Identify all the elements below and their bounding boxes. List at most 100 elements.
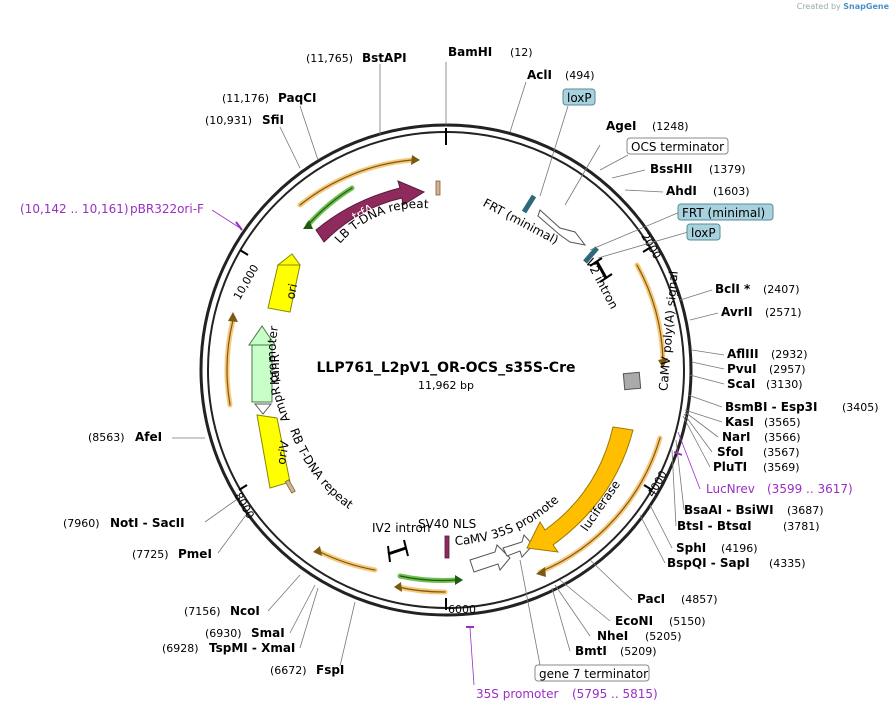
site-pvui: PvuI	[727, 362, 757, 376]
site-scai-pos: (3130)	[766, 378, 803, 391]
sv40-feature	[444, 535, 450, 559]
primer-mark-lucnrev	[673, 451, 683, 456]
site-acli-pos: (494)	[565, 69, 595, 82]
site-kasi-pos: (3565)	[764, 416, 801, 429]
orf-arc-bottom-left	[315, 548, 378, 573]
iv2-bottom-cap-right	[403, 539, 409, 557]
site-paqci: PaqCI	[278, 91, 316, 105]
frt-label: FRT (minimal)	[682, 206, 765, 220]
camv35s-arrow-2	[502, 533, 534, 558]
leader-gene7	[519, 559, 541, 666]
ocs-box	[626, 137, 729, 155]
primer-pbr322-range: (10,142 .. 10,161)	[20, 202, 129, 216]
ampR-label: AmpR promoter	[265, 325, 293, 424]
site-ahdi: AhdI	[666, 184, 697, 198]
iv2-bottom-label: IV2 intron	[372, 521, 430, 535]
site-paci-pos: (4857)	[681, 593, 718, 606]
site-pmei-pos: (7725)	[132, 548, 169, 561]
site-ahdi-pos: (1603)	[713, 185, 750, 198]
kanR-label: KanR	[268, 354, 282, 385]
leader-frt	[589, 211, 681, 251]
orf-arrowhead-green-bottom	[455, 575, 463, 585]
leader-btsi	[671, 449, 677, 527]
loxp-top-box	[562, 88, 596, 106]
loxp-right-box	[686, 223, 721, 241]
site-bamhi-pos: (12)	[510, 46, 533, 59]
loxp-right-label: loxP	[691, 226, 716, 240]
gene7-label: gene 7 terminator	[539, 667, 648, 681]
site-kasi: KasI	[725, 415, 754, 429]
primer-35s-range: (5795 .. 5815)	[572, 687, 658, 701]
site-afliii: AflIII	[727, 347, 759, 361]
leader-bsaai	[675, 439, 685, 511]
ocs-label: OCS terminator	[631, 140, 724, 154]
site-bsmbi: BsmBI - Esp3I	[725, 400, 817, 414]
site-bspqi-pos: (4335)	[769, 557, 806, 570]
orf-arrowhead-right	[658, 358, 668, 368]
tick-2000-label: 2000	[638, 231, 663, 262]
site-scai: ScaI	[727, 377, 755, 391]
site-bsmbi-pos: (3405)	[842, 401, 879, 414]
leader-afliii	[691, 349, 725, 356]
site-ncoi-pos: (7156)	[184, 605, 221, 618]
iv2-bottom-bar	[387, 546, 407, 556]
site-pvui-pos: (2957)	[769, 363, 806, 376]
orf-arrowhead-top	[411, 155, 420, 165]
polyA-feature	[622, 371, 642, 391]
orf-arcs	[224, 157, 666, 595]
left-site-labels: BamHI (12) (11,765) BstAPI (11,176) PaqC…	[63, 45, 533, 677]
iv2-right-bar	[595, 261, 608, 279]
site-paci: PacI	[637, 592, 665, 606]
frt-mark-2	[583, 246, 599, 264]
leader-35s-primer	[469, 627, 475, 686]
lb-repeat-mark	[435, 180, 441, 196]
site-agei-pos: (1248)	[652, 120, 689, 133]
trfA-feature	[315, 180, 426, 243]
tick-6000-label: 6000	[448, 603, 476, 616]
orf-arrowhead-bottom	[394, 582, 402, 592]
credit-prefix: Created by	[796, 2, 841, 11]
leader-nari	[684, 411, 719, 438]
orf-arrowhead-lower-right	[536, 567, 546, 577]
leader-tspmi	[299, 587, 319, 649]
primer-lucnrev-name: LucNrev	[706, 482, 755, 496]
leader-loxp-top	[539, 105, 569, 197]
leader-loxp-right	[597, 231, 689, 259]
site-bmti: BmtI	[575, 644, 607, 658]
primer-mark-pbr322	[235, 221, 243, 231]
site-avrii-pos: (2571)	[765, 306, 802, 319]
leader-scai	[689, 374, 725, 385]
leader-pbr322	[211, 209, 241, 229]
plasmid-name: LLP761_L2pV1_OR-OCS_s35S-Cre	[317, 360, 576, 376]
ori-arrowhead	[276, 253, 301, 266]
leader-acli	[509, 81, 527, 133]
site-nhei: NheI	[597, 629, 628, 643]
leader-bspqi	[639, 514, 666, 564]
kanR-arrowhead	[248, 325, 276, 346]
leader-pluti	[682, 415, 711, 468]
site-ncoi: NcoI	[230, 604, 260, 618]
tick-8000	[238, 484, 248, 491]
leader-lucnrev	[677, 431, 701, 490]
leader-sfii	[279, 126, 301, 169]
leader-bsmbi	[687, 394, 723, 408]
right-leaders	[172, 62, 725, 686]
orf-arc-top-core	[299, 159, 413, 206]
primer-35s-name: 35S promoter	[476, 687, 558, 701]
leader-pvui	[691, 361, 725, 370]
orf-arc-left-core	[226, 319, 234, 406]
iv2-bottom-cap-left	[387, 545, 391, 563]
site-sfoi: SfoI	[717, 445, 744, 459]
leader-paci	[589, 559, 633, 601]
plasmid-size: 11,962 bp	[418, 379, 474, 392]
site-sfii-pos: (10,931)	[205, 114, 252, 127]
site-bsshii: BssHII	[650, 162, 692, 176]
site-bstapi: BstAPI	[362, 51, 407, 65]
site-econi: EcoNI	[615, 614, 653, 628]
site-noti: NotI - SacII	[110, 516, 185, 530]
site-btsi-pos: (3781)	[783, 520, 820, 533]
frt-arrow	[537, 209, 587, 246]
orf-arc-right	[634, 262, 666, 363]
orf-arc-right-core	[636, 264, 664, 361]
rb-repeat-mark	[284, 479, 296, 494]
